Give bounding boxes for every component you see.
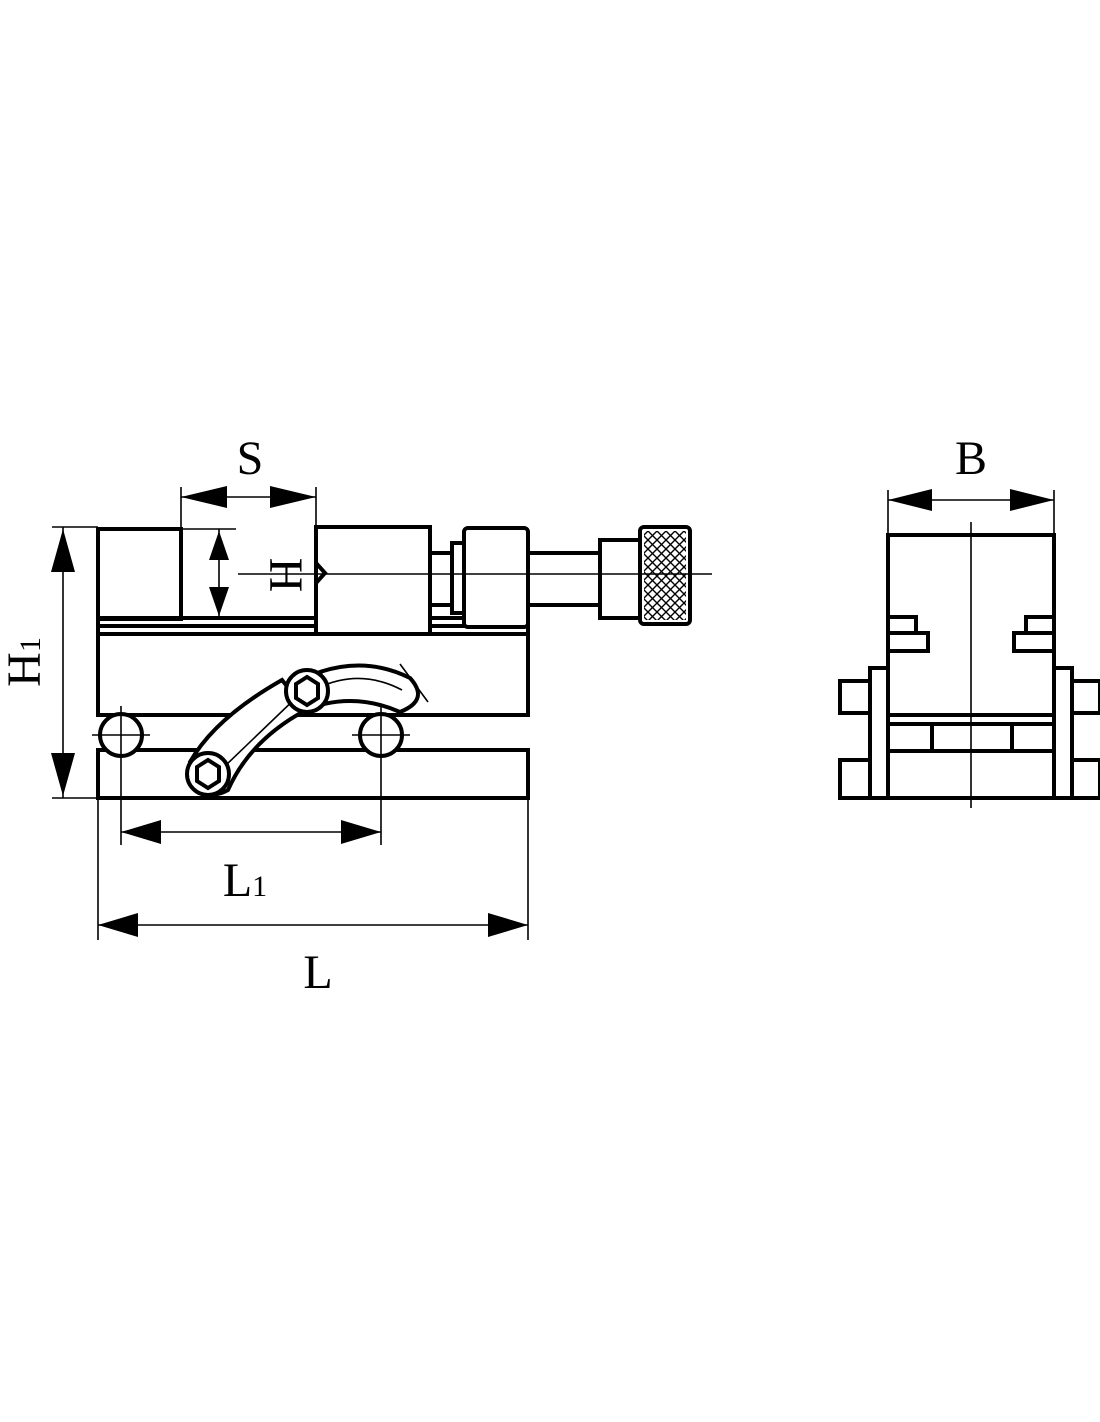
screw-nut xyxy=(462,526,530,629)
arrow-up-icon xyxy=(51,529,75,572)
l-label: L xyxy=(303,946,332,999)
upper-bolt xyxy=(284,668,330,714)
dimension-h: H xyxy=(181,528,312,618)
h1-label: H1 xyxy=(0,637,51,687)
arrow-right-icon xyxy=(1010,489,1054,511)
side-view xyxy=(92,525,712,845)
knurl-pattern xyxy=(644,531,686,620)
dimension-b: B xyxy=(887,432,1055,535)
left-key-lower xyxy=(886,631,930,653)
right-pin-lower xyxy=(1070,758,1100,800)
arrow-up-icon xyxy=(209,531,229,560)
arrow-right-icon xyxy=(488,913,528,937)
s-label: S xyxy=(237,432,264,485)
hex-socket-icon xyxy=(195,757,221,791)
fixed-jaw xyxy=(96,527,183,621)
l1-label: L1 xyxy=(223,854,267,907)
dimension-l: L xyxy=(97,798,529,999)
dimension-l1: L1 xyxy=(121,820,381,907)
dimension-s: S xyxy=(180,432,317,529)
screw-collar xyxy=(428,551,454,607)
arrow-right-icon xyxy=(341,820,381,844)
hex-socket-icon xyxy=(294,674,320,708)
dimension-h1: H1 xyxy=(0,526,98,799)
end-view xyxy=(838,522,1100,808)
movable-jaw xyxy=(314,525,432,636)
screw-shaft xyxy=(526,551,602,607)
left-pin-upper xyxy=(838,679,872,715)
right-key-lower xyxy=(1012,631,1056,653)
handle-hub xyxy=(598,538,642,620)
left-side-plate xyxy=(868,666,890,800)
arrow-left-icon xyxy=(181,486,227,508)
arrow-left-icon xyxy=(888,489,932,511)
right-side-plate xyxy=(1052,666,1074,800)
right-pin-upper xyxy=(1070,679,1100,715)
h-label: H xyxy=(259,558,312,593)
arm-line xyxy=(399,663,429,703)
arrow-right-icon xyxy=(270,486,316,508)
left-key-upper xyxy=(886,615,918,635)
lower-bolt xyxy=(185,751,231,797)
left-pin-lower xyxy=(838,758,872,800)
upper-body xyxy=(96,632,530,717)
b-label: B xyxy=(955,432,987,485)
arrow-down-icon xyxy=(51,753,75,796)
arrow-down-icon xyxy=(209,587,229,616)
arrow-left-icon xyxy=(98,913,138,937)
arrow-left-icon xyxy=(121,820,161,844)
right-key-upper xyxy=(1024,615,1056,635)
base xyxy=(96,748,530,800)
